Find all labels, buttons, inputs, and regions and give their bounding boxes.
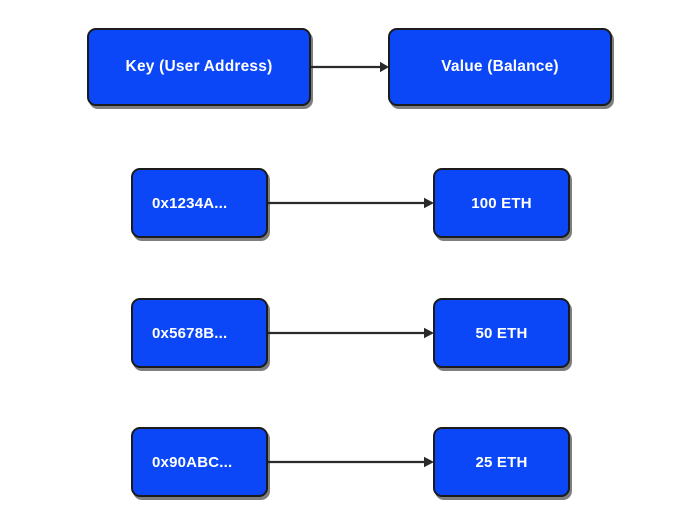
key-node-row-1[interactable]: 0x1234A... (131, 168, 268, 238)
arrow-header (311, 61, 389, 73)
arrow-row-1 (268, 197, 434, 209)
value-node-row-2[interactable]: 50 ETH (433, 298, 570, 368)
value-node-row-3[interactable]: 25 ETH (433, 427, 570, 497)
header-key-node[interactable]: Key (User Address) (87, 28, 311, 106)
header-value-node[interactable]: Value (Balance) (388, 28, 612, 106)
arrow-row-3 (268, 456, 434, 468)
value-node-row-1[interactable]: 100 ETH (433, 168, 570, 238)
key-node-row-2[interactable]: 0x5678B... (131, 298, 268, 368)
key-node-row-3[interactable]: 0x90ABC... (131, 427, 268, 497)
arrow-row-2 (268, 327, 434, 339)
